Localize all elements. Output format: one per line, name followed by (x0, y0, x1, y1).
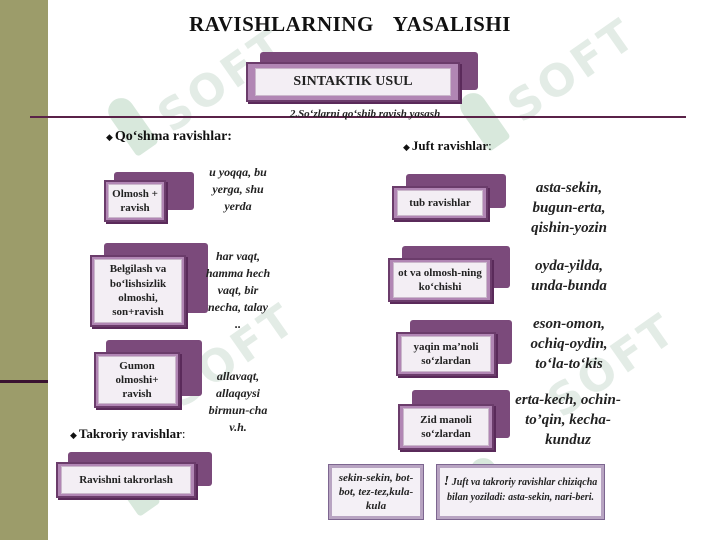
right-example-3: eson-omon, ochiq-oydin, to‘la-to‘kis (530, 316, 608, 372)
right-example-1: asta-sekin, bugun-erta, qishin-yozin (531, 180, 607, 236)
right-box-label: tub ravishlar (397, 190, 483, 216)
left-box-label: Belgilash va bo‘lishsizlik olmoshi, son+… (94, 259, 182, 323)
takroriy-heading: ◆Takroriy ravishlar: (70, 426, 186, 441)
note-box: ! Juft va takroriy ravishlar chiziqcha b… (436, 464, 605, 520)
right-box-label: ot va olmosh-ning ko‘chishi (393, 262, 487, 298)
page-title: RAVISHLARNING YASALISHI (189, 12, 511, 36)
divider-line (30, 116, 686, 118)
takror-examples-text: sekin-sekin, bot-bot, tez-tez,kula-kula (332, 468, 420, 516)
right-box-label: Zid manoli so‘zlardan (403, 408, 489, 446)
subtitle: 2.So‘zlarni qo‘shib ravish yasash (289, 108, 441, 120)
left-box-label: Olmosh + ravish (108, 184, 162, 218)
left-box-label: Gumon olmoshi+ ravish (98, 356, 176, 404)
method-box-label: SINTAKTIK USUL (255, 68, 451, 96)
left-example-1: u yoqqa, bu yerga, shu yerda (209, 165, 267, 213)
takroriy-box-label: Ravishni takrorlash (61, 466, 191, 494)
juft-heading: ◆Juft ravishlar: (403, 138, 492, 153)
sidebar-divider (0, 380, 48, 383)
left-example-2: har vaqt, hamma hech vaqt, bir necha, ta… (205, 249, 271, 331)
takror-examples-box: sekin-sekin, bot-bot, tez-tez,kula-kula (328, 464, 424, 520)
right-box-label: yaqin ma’noli so‘zlardan (401, 336, 491, 372)
left-sidebar-band (0, 0, 48, 540)
qoshma-heading: ◆Qo‘shma ravishlar: (106, 129, 232, 144)
left-example-3: allavaqt, allaqaysi birmun-cha v.h. (208, 369, 268, 434)
exclamation-icon: ! (443, 474, 450, 489)
note-text: ! Juft va takroriy ravishlar chiziqcha b… (440, 468, 601, 516)
right-example-4: erta-kech, ochin-to’qin, kecha-kunduz (515, 392, 621, 448)
right-example-2: oyda-yilda, unda-bunda (531, 258, 607, 294)
